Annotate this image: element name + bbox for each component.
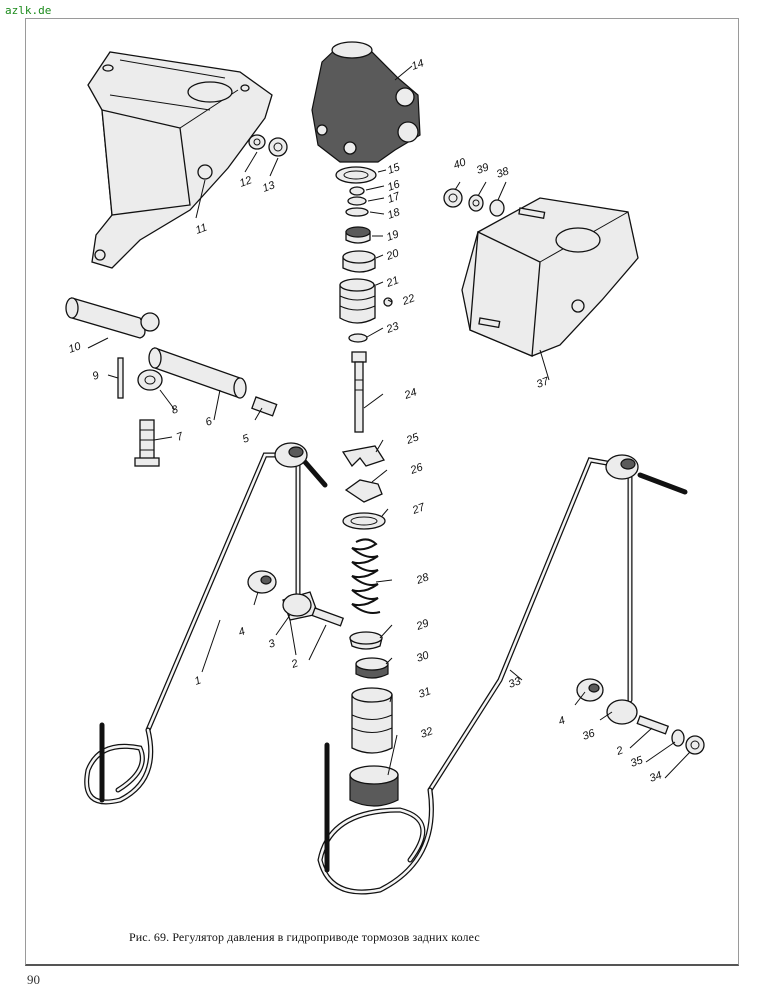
part-32-nut — [349, 765, 399, 807]
upper-right-roller — [605, 454, 639, 480]
callout-2: 2 — [289, 657, 300, 671]
figure-caption: Рис. 69. Регулятор давления в гидроприво… — [129, 930, 480, 944]
site-watermark: azlk.de — [5, 4, 52, 17]
part-38-washer — [489, 199, 505, 217]
callout-4-right: 4 — [557, 714, 567, 727]
part-6-sleeve — [148, 347, 247, 399]
part-13-nut — [268, 137, 288, 157]
callout-14: 14 — [410, 57, 426, 72]
callout-1: 1 — [193, 674, 203, 687]
callout-15: 15 — [386, 161, 402, 177]
part-34-nut — [685, 735, 705, 755]
callout-17: 17 — [386, 190, 402, 206]
part-37-bracket — [461, 197, 639, 357]
callout-35: 35 — [629, 754, 645, 770]
part-30-cap — [355, 657, 389, 679]
callout-3: 3 — [267, 637, 278, 651]
callout-2-right: 2 — [614, 744, 625, 758]
callout-6: 6 — [204, 415, 215, 429]
callout-21: 21 — [384, 274, 401, 290]
upper-left-roller — [274, 442, 308, 468]
part-26-plate — [344, 479, 383, 503]
callout-9: 9 — [91, 369, 101, 382]
part-24-piston — [351, 351, 367, 433]
callout-19: 19 — [385, 228, 401, 243]
part-18-ring — [345, 207, 369, 217]
leader-lines — [87, 65, 691, 779]
callout-36: 36 — [581, 727, 597, 743]
callout-32: 32 — [419, 725, 435, 740]
callout-31: 31 — [417, 685, 433, 700]
callout-27: 27 — [410, 501, 427, 517]
callout-28: 28 — [414, 571, 431, 587]
callout-10: 10 — [67, 340, 83, 356]
part-15-seal — [335, 166, 377, 184]
callout-labels: 1 2 2 3 4 4 5 6 7 8 9 10 11 12 13 14 15 … — [67, 57, 664, 784]
callout-30: 30 — [415, 649, 431, 665]
part-31-fitting — [351, 687, 393, 754]
part-20-sleeve — [342, 250, 376, 273]
part-36-eye-bolt — [606, 699, 638, 725]
part-29-retainer — [349, 631, 383, 650]
part-9-pin — [117, 357, 124, 399]
part-7-bolt — [134, 419, 160, 467]
part-33-right-spring-rod — [317, 457, 688, 895]
part-12-washer — [248, 134, 266, 150]
callout-25: 25 — [404, 431, 421, 447]
callout-22: 22 — [400, 292, 417, 308]
callout-16: 16 — [386, 178, 402, 194]
part-19-cup — [345, 226, 371, 244]
part-14-regulator-body — [311, 41, 421, 163]
callout-39: 39 — [475, 161, 491, 176]
part-23-o-ring — [348, 333, 368, 343]
callout-18: 18 — [386, 206, 402, 222]
part-40-nut — [443, 188, 463, 208]
part-10-clevis — [65, 297, 160, 339]
part-5-setscrew — [251, 396, 278, 417]
part-11-bracket — [87, 51, 273, 269]
callout-13: 13 — [261, 179, 277, 195]
callout-5: 5 — [241, 432, 252, 446]
callout-29: 29 — [414, 617, 431, 633]
part-39-washer — [468, 194, 484, 212]
part-28-spring — [351, 538, 381, 614]
page-number: 90 — [27, 972, 40, 987]
callout-7: 7 — [175, 430, 186, 444]
callout-4: 4 — [237, 625, 247, 638]
callout-34: 34 — [648, 769, 664, 784]
callout-20: 20 — [384, 247, 401, 263]
callout-37: 37 — [535, 375, 551, 391]
part-21-piston-housing — [339, 278, 376, 324]
part-17-ring — [347, 196, 367, 206]
callout-24: 24 — [402, 386, 419, 402]
part-22-ball — [383, 297, 393, 307]
part-3-eye-bolt — [282, 591, 319, 621]
part-4-right-bushing — [576, 678, 604, 702]
callout-8: 8 — [170, 403, 181, 417]
callout-26: 26 — [408, 461, 425, 477]
part-16-ring — [349, 186, 365, 196]
part-25-spring-clip — [341, 445, 385, 468]
callout-33: 33 — [507, 675, 523, 691]
callout-12: 12 — [238, 174, 254, 189]
part-8-nut — [137, 369, 163, 391]
part-27-washer — [342, 512, 386, 530]
part-1-left-spring-rod — [84, 452, 328, 805]
part-2-threaded-end — [311, 607, 345, 627]
callout-23: 23 — [384, 320, 401, 336]
page-frame — [25, 18, 739, 966]
part-4-bushing — [247, 570, 277, 594]
callout-40: 40 — [452, 156, 468, 172]
callout-38: 38 — [495, 165, 511, 181]
part-2-right-threaded-end — [636, 715, 670, 735]
callout-11: 11 — [194, 222, 209, 237]
part-35-washer — [671, 729, 685, 747]
